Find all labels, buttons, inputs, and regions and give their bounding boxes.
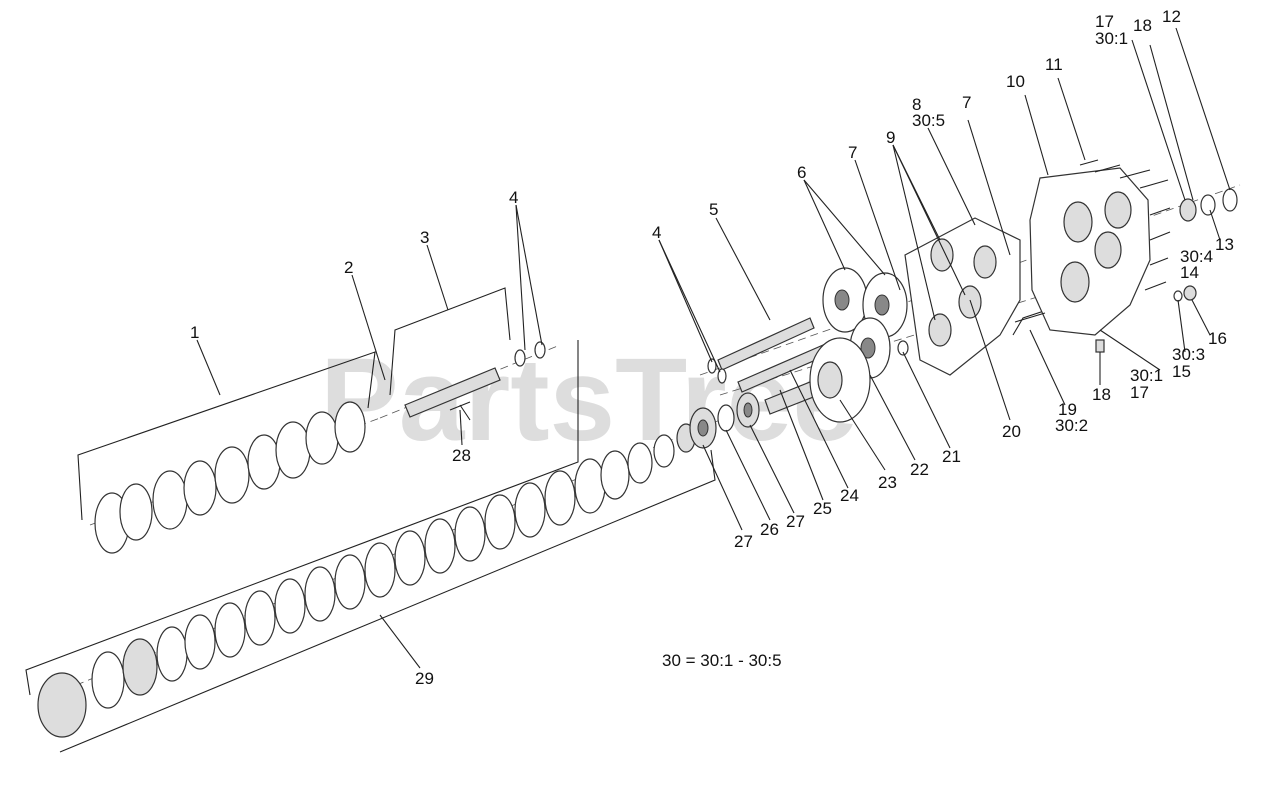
label-7a: 7	[848, 143, 857, 162]
label-30-2: 30:2	[1055, 416, 1088, 435]
label-30-4: 30:4	[1180, 247, 1213, 266]
label-17a: 17	[1095, 12, 1114, 31]
label-7b: 7	[962, 93, 971, 112]
seals	[1173, 188, 1238, 302]
input-shaft	[404, 341, 546, 418]
label-19: 19	[1058, 400, 1077, 419]
bearing-set	[689, 392, 760, 449]
label-30-5: 30:5	[912, 111, 945, 130]
label-24: 24	[840, 486, 859, 505]
label-18a: 18	[1133, 16, 1152, 35]
label-6: 6	[797, 163, 806, 182]
label-22: 22	[910, 460, 929, 479]
label-12: 12	[1162, 7, 1181, 26]
label-1: 1	[190, 323, 199, 342]
label-9: 9	[886, 128, 895, 147]
label-27a: 27	[786, 512, 805, 531]
label-3: 3	[420, 228, 429, 247]
label-13: 13	[1215, 235, 1234, 254]
leader-lines	[196, 27, 1231, 669]
label-17b: 17	[1130, 383, 1149, 402]
label-8: 8	[912, 95, 921, 114]
label-18b: 18	[1092, 385, 1111, 404]
label-16: 16	[1208, 329, 1227, 348]
label-30-1b: 30:1	[1130, 366, 1163, 385]
label-2: 2	[344, 258, 353, 277]
label-5: 5	[709, 200, 718, 219]
label-29: 29	[415, 669, 434, 688]
label-14: 14	[1180, 263, 1199, 282]
label-10: 10	[1006, 72, 1025, 91]
label-20: 20	[1002, 422, 1021, 441]
label-27b: 27	[734, 532, 753, 551]
callout-labels: 1 2 3 4 4 5 6 7 9 8 30:5 7 10 11 17 30:1…	[190, 7, 1234, 688]
label-28: 28	[452, 446, 471, 465]
label-26: 26	[760, 520, 779, 539]
clutch-stack-29	[37, 423, 696, 738]
label-30-1a: 30:1	[1095, 29, 1128, 48]
label-11: 11	[1045, 55, 1063, 74]
label-4a: 4	[509, 188, 518, 207]
label-25: 25	[813, 499, 832, 518]
label-21: 21	[942, 447, 961, 466]
label-15: 15	[1172, 362, 1191, 381]
housing	[1029, 167, 1151, 336]
plate-stack-1	[94, 401, 366, 554]
group-30-note: 30 = 30:1 - 30:5	[662, 651, 782, 670]
gear-set	[809, 267, 909, 423]
group-brackets	[25, 287, 1051, 753]
gasket-plate	[904, 217, 1021, 376]
bolts	[1079, 159, 1171, 291]
label-4b: 4	[652, 223, 661, 242]
label-30-3: 30:3	[1172, 345, 1205, 364]
label-23: 23	[878, 473, 897, 492]
